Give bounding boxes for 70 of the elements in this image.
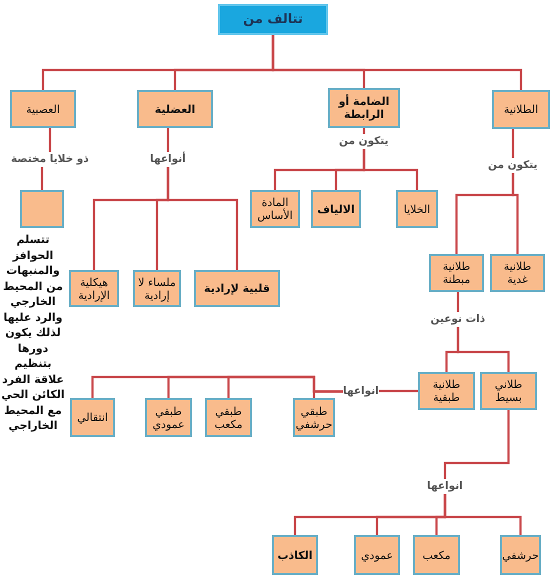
- concept-box: [429, 254, 484, 292]
- box-label: الخلايا: [404, 202, 430, 216]
- box-label: العضلية: [154, 102, 196, 116]
- box-label: المادة الأساس: [256, 196, 294, 222]
- connector-text: ذات نوعين: [430, 312, 486, 327]
- box-label: طبقي حرشفي: [295, 404, 333, 430]
- box-label: طبقي مكعب: [213, 404, 244, 430]
- connector-text: يتكون من: [488, 158, 538, 173]
- concept-box: [10, 90, 76, 128]
- concept-box: [293, 398, 335, 437]
- box-label: ملساء لا إرادية: [137, 276, 177, 302]
- box-label: طلاني بسيط: [494, 378, 524, 404]
- connector-line: [42, 35, 274, 90]
- connector-line: [444, 410, 510, 479]
- connector-text: انواعها: [427, 479, 463, 494]
- box-label: العصبية: [26, 102, 60, 116]
- connector-line: [362, 128, 366, 134]
- root-box: [218, 4, 328, 35]
- box-label: طلانية مبطنة: [442, 260, 472, 286]
- concept-box: [137, 90, 213, 128]
- connector-line: [294, 494, 446, 535]
- connector-line: [445, 327, 460, 372]
- concept-box: [500, 535, 541, 575]
- box-label: الضامة أو الرابطة: [337, 95, 390, 121]
- box-label: مكعب: [422, 548, 451, 562]
- box-label: طلانية طبقية: [432, 378, 462, 404]
- connector-line: [166, 128, 170, 152]
- concept-box: [480, 372, 537, 410]
- concept-box: [194, 270, 280, 307]
- concept-box: [418, 372, 475, 410]
- concept-box: [311, 190, 361, 228]
- concept-box: [328, 88, 400, 128]
- connector-text: يتكون من: [339, 134, 388, 149]
- description-text: تتسلم الحوافز والمنبهات من المحيط الخارجي والرد عليها لذلك يكون دورها بتنظيم علاقة الفرد الكائن الحي مع المحيط الخاراجي: [1, 232, 65, 434]
- connector-line: [379, 390, 418, 392]
- connector-line: [40, 167, 44, 190]
- concept-box: [70, 398, 115, 437]
- connector-text: ذو خلايا مختصة: [11, 152, 89, 167]
- box-label: طلانية غدية: [502, 260, 532, 286]
- connector-line: [512, 129, 514, 158]
- box-label: انتقالي: [77, 411, 108, 424]
- concept-box: [145, 398, 192, 437]
- connector-line: [456, 292, 460, 312]
- box-label: حرشفي: [502, 548, 539, 562]
- concept-box: [492, 90, 550, 129]
- box-label: الكاذب: [277, 548, 313, 562]
- box-label: الطلانية: [504, 103, 538, 116]
- concept-box: [490, 254, 545, 292]
- concept-box: [354, 535, 400, 575]
- box-label: هيكلية الإرادية: [77, 276, 111, 302]
- concept-box: [205, 398, 252, 437]
- box-label: طبقي عمودي: [151, 404, 186, 430]
- connector-line: [455, 173, 514, 254]
- connector-line: [274, 149, 366, 190]
- concept-box: [413, 535, 460, 575]
- box-label: عمودي: [360, 548, 394, 562]
- concept-box: [20, 190, 64, 228]
- root-label: تتالف من: [243, 12, 303, 27]
- concept-box: [69, 270, 119, 307]
- concept-box: [133, 270, 181, 307]
- connector-text: أنواعها: [150, 152, 186, 167]
- concept-box: [250, 190, 300, 228]
- connector-line: [92, 167, 170, 270]
- box-label: الالياف: [317, 202, 355, 216]
- box-label: قلبية لإرادية: [204, 282, 270, 295]
- connector-line: [48, 128, 52, 152]
- connector-text: انواعها: [343, 384, 379, 399]
- concept-box: [396, 190, 438, 228]
- concept-box: [272, 535, 318, 575]
- connector-line: [91, 376, 343, 398]
